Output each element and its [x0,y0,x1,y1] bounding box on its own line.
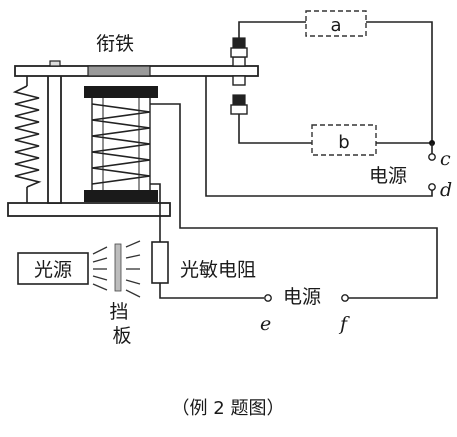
terminal-d-node [428,183,436,191]
light-source-group [17,240,141,298]
load-circuit [205,10,436,197]
light-rays-left [92,246,108,291]
wire-upper-contact-to-a [238,21,306,38]
lever-contact-bottom [232,75,246,86]
terminal-c-node [428,153,436,161]
terminal-e-label: e [260,313,271,335]
upper-contact-base [230,47,248,58]
light-source-label: 光源 [34,259,72,281]
baffle-label-char-1: 挡 [109,301,128,323]
wire-photoresistor-to-e [159,283,264,299]
armature-lever [14,56,259,86]
armature-iron [87,65,151,77]
light-source-box [17,252,89,285]
lower-contact-base [230,104,248,115]
box-b [311,124,377,156]
power-source-2-label: 电源 [283,286,321,308]
lower-contact-head [232,94,246,106]
wire-d-to-lever [205,76,433,197]
light-rays-right [125,240,141,298]
coil-bottom-cap [84,190,158,202]
armature-label: 衔铁 [96,33,134,55]
terminal-c-label: c [440,148,451,170]
box-b-label: b [338,132,349,153]
terminal-d-label: d [440,179,452,201]
photoresistor-label: 光敏电阻 [180,259,256,281]
box-a-label: a [330,15,341,36]
baffle-label: 挡 板 [109,301,134,347]
coil-top-cap [84,86,158,98]
pivot-screw [49,60,61,67]
spring [12,85,42,188]
terminal-f-label: f [338,313,350,335]
box-a [305,10,367,37]
lever-contact-top [232,56,246,67]
photoresistor-element [151,241,169,284]
coil-circuit-wires [150,103,438,302]
baffle-plate [114,243,122,292]
figure-caption: （例 2 题图） [172,398,285,419]
terminal-f-node [341,294,349,302]
baffle-label-char-2: 板 [112,325,131,347]
base-plate [7,202,171,217]
coil-winding [91,103,151,185]
power-source-1-label: 电源 [369,165,407,187]
lower-contact [230,94,248,115]
electromagnet [84,86,158,202]
wire-coil-to-f [150,103,438,299]
wire-coil-to-photoresistor [150,183,161,242]
wire-a-to-c [366,21,433,143]
wire-lower-contact-to-b [238,114,312,144]
terminal-e-node [264,294,272,302]
upper-contact-head [232,37,246,49]
upper-contact [230,37,248,58]
support-post [47,74,62,204]
